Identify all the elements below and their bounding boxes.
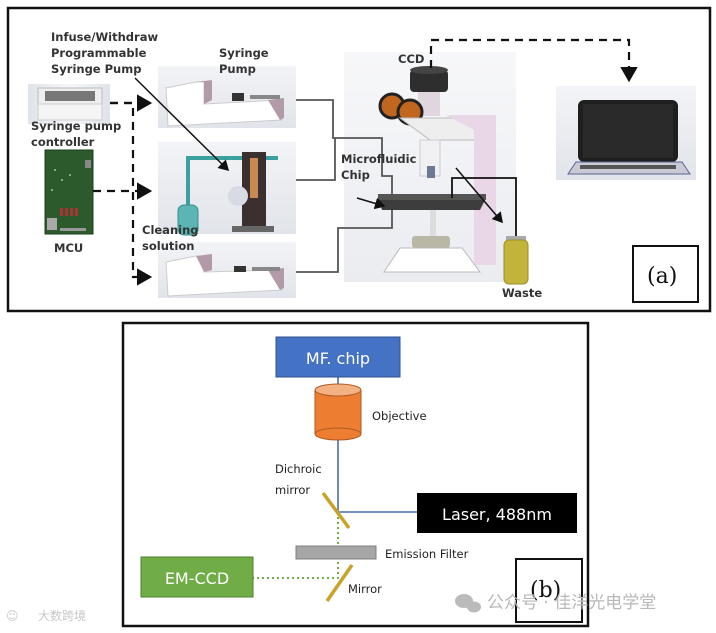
label-objective: Objective [372,409,427,423]
control-signal-lines [93,38,638,286]
label-syringe-pump-1: Syringe [219,46,269,60]
wechat-icon [455,594,481,613]
panel-b-tag: (b) [530,578,561,603]
mf-chip-label: MF. chip [306,349,370,368]
label-programmable-pump-2: Programmable [51,46,147,60]
label-dichroic-2: mirror [275,483,310,497]
label-dichroic-1: Dichroic [275,462,322,476]
label-waste: Waste [502,286,542,300]
label-programmable-pump-3: Syringe Pump [51,62,141,76]
panel-a-tag-box [632,245,699,303]
mcu-board-image [44,149,94,235]
syringe-pump-bottom-image [158,242,296,298]
syringe-pump-controller-device [28,84,110,124]
label-programmable-pump-1: Infuse/Withdraw [51,30,158,44]
pointer-arrows [134,77,503,224]
label-syringe-pump-2: Pump [219,62,256,76]
mf-chip-block: MF. chip [275,336,401,378]
laser-label: Laser, 488nm [442,505,552,524]
laptop-image [556,86,696,180]
label-mirror: Mirror [348,582,382,596]
label-chip-1: Microfluidic [341,152,417,166]
dichroic-mirror [321,491,351,530]
syringe-pump-top-image [158,66,296,128]
label-cleaning-1: Cleaning [142,223,199,237]
panel-b: MF. chip Objective Dichroic mirror Laser… [121,321,590,628]
emission-beam-path [253,512,339,579]
fluidic-tubing [296,99,517,273]
label-mcu: MCU [54,241,83,255]
laser-block: Laser, 488nm [417,493,577,533]
programmable-syringe-pump-image [158,142,296,236]
watermark-left: ☺ 大数跨境 [6,608,86,623]
watermark-left-logo-icon: ☺ [6,609,19,623]
label-ccd: CCD [398,52,424,66]
label-controller-1: Syringe pump [31,119,121,133]
microscope-image [344,52,516,282]
panel-a-tag: (a) [647,264,677,289]
watermark-left-text: 大数跨境 [38,608,86,623]
emccd-label: EM-CCD [165,569,229,588]
objective-cylinder [314,383,362,441]
panel-a: Infuse/Withdraw Programmable Syringe Pum… [6,6,712,313]
label-cleaning-2: solution [142,239,194,253]
emission-filter [295,545,377,560]
panel-b-tag-box [515,558,583,623]
label-controller-2: controller [31,135,95,149]
emccd-block: EM-CCD [140,556,254,598]
watermark-right-text: 公众号 · 佳洋光电学堂 [487,593,656,613]
waste-bottle-image [503,236,529,285]
label-chip-2: Chip [341,168,370,182]
watermark-right: 公众号 · 佳洋光电学堂 [455,593,656,613]
label-emission-filter: Emission Filter [385,547,469,561]
mirror [325,564,354,602]
